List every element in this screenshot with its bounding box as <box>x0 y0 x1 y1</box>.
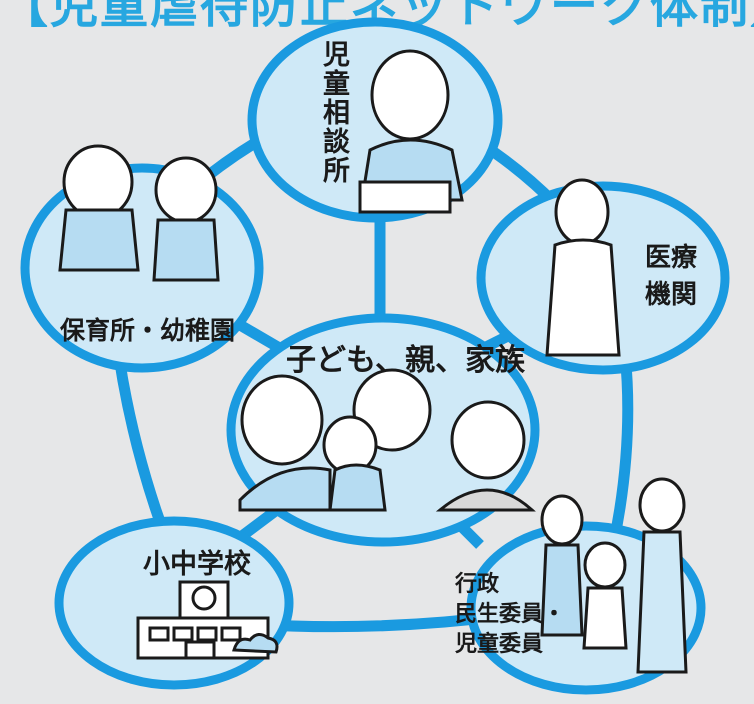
label-center: 子ども、親、家族 <box>286 343 526 378</box>
label-jidou-soudanjo: 児童相談所 <box>318 40 350 185</box>
label-shouchuu: 小中学校 <box>143 549 251 580</box>
label-gyousei-line1: 行政 <box>455 572 500 597</box>
officials-figures-icon <box>540 477 688 674</box>
family-figures-icon <box>238 368 536 512</box>
counselor-figure-icon <box>358 49 464 214</box>
school-building-icon <box>136 580 279 660</box>
label-iryou-line1: 医療 <box>645 243 698 273</box>
children-figures-icon <box>58 144 220 282</box>
doctor-figure-icon <box>545 178 621 357</box>
label-iryou-line2: 機関 <box>645 280 698 310</box>
label-gyousei-line3: 児童委員 <box>455 632 544 657</box>
label-hoikusho: 保育所・幼稚園 <box>60 316 236 345</box>
label-gyousei-line2: 民生委員・ <box>455 602 566 627</box>
